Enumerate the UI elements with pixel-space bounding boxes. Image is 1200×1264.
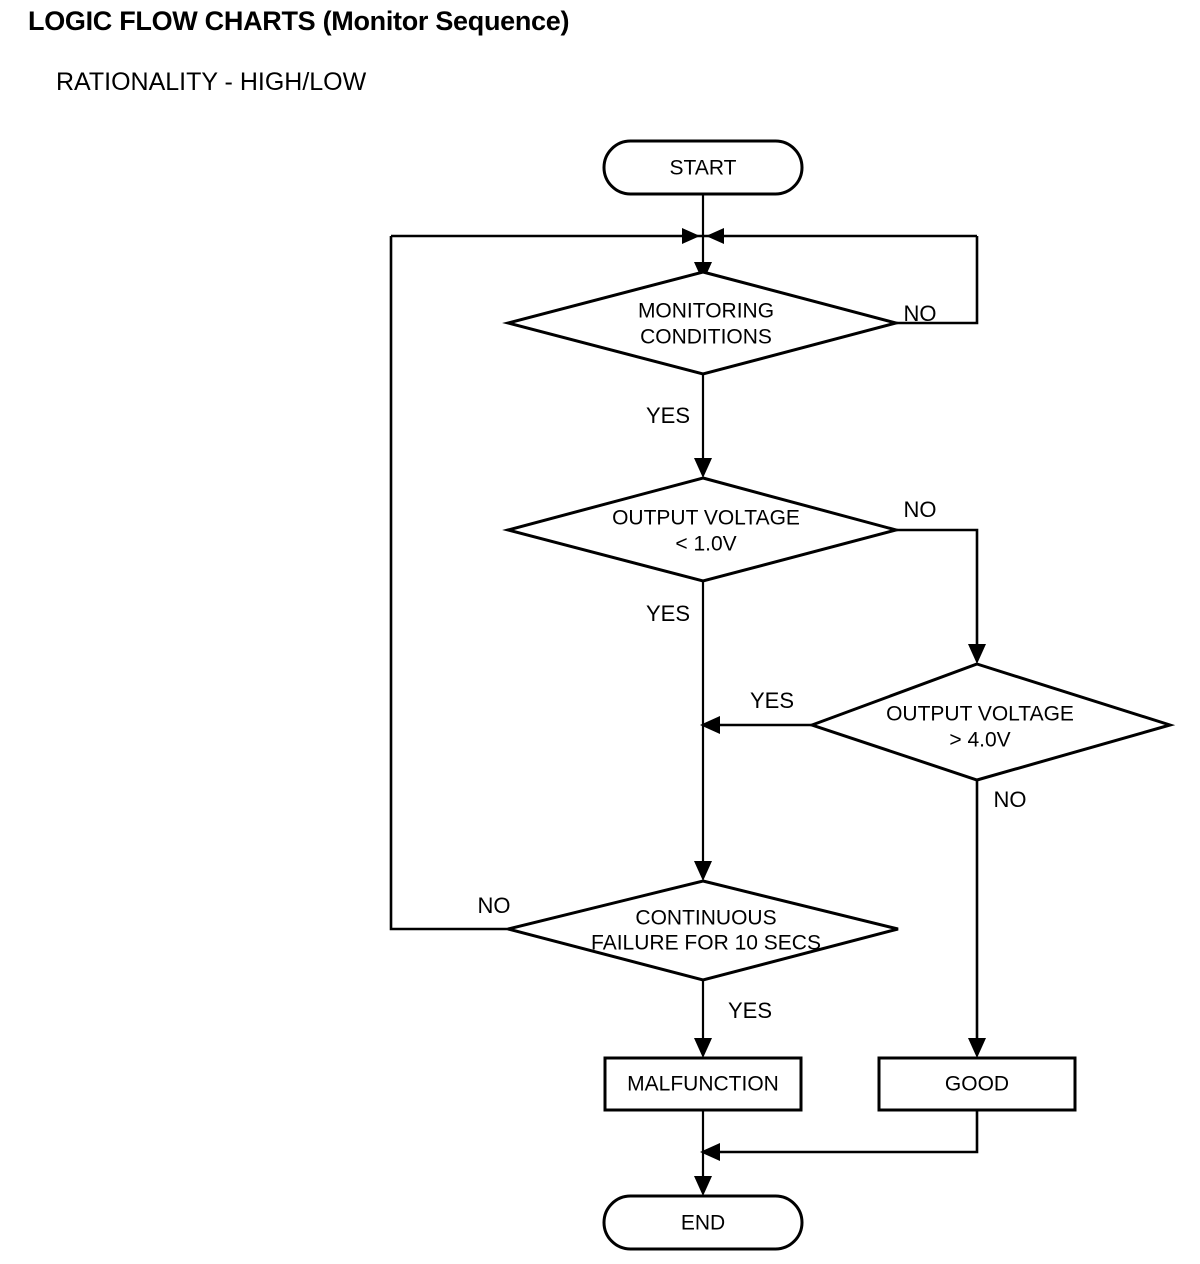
- page-subtitle: RATIONALITY - HIGH/LOW: [56, 68, 367, 96]
- continuous-failure-label-line2: FAILURE FOR 10 SECS: [591, 932, 821, 955]
- arrowhead-to-malfunction: [694, 1038, 712, 1058]
- edge-label-volt-low-yes: YES: [646, 601, 690, 626]
- good-label: GOOD: [945, 1073, 1009, 1096]
- edge-volt-low-no: [896, 528, 979, 650]
- continuous-failure-label-line1: CONTINUOUS: [635, 907, 776, 930]
- arrowhead-merge-from-right: [706, 228, 724, 244]
- output-voltage-high-shape: [807, 662, 1176, 782]
- edge-label-contfail-yes: YES: [728, 998, 772, 1023]
- node-end[interactable]: END: [602, 1194, 804, 1251]
- arrowhead-to-volt-low: [694, 458, 712, 478]
- node-good[interactable]: GOOD: [877, 1056, 1077, 1112]
- edge-label-volt-low-no: NO: [904, 497, 937, 522]
- continuous-failure-shape: [507, 879, 899, 982]
- node-monitoring-conditions[interactable]: MONITORING CONDITIONS: [502, 270, 902, 376]
- monitoring-conditions-label-line2: CONDITIONS: [640, 326, 772, 349]
- node-continuous-failure[interactable]: CONTINUOUS FAILURE FOR 10 SECS: [507, 879, 899, 982]
- start-label: START: [670, 157, 737, 180]
- edge-label-contfail-no: NO: [478, 893, 511, 918]
- page-title: LOGIC FLOW CHARTS (Monitor Sequence): [28, 6, 570, 36]
- node-malfunction[interactable]: MALFUNCTION: [603, 1056, 803, 1112]
- end-label: END: [681, 1212, 725, 1235]
- output-voltage-high-label-line2: > 4.0V: [949, 729, 1010, 752]
- edge-label-layer: NO YES NO YES YES NO NO YES: [478, 301, 1027, 1023]
- edge-label-volt-high-no: NO: [994, 787, 1027, 812]
- arrowhead-to-end: [694, 1176, 712, 1196]
- monitoring-conditions-label-line1: MONITORING: [638, 300, 774, 323]
- arrowhead-to-contfail: [694, 861, 712, 881]
- node-output-voltage-low[interactable]: OUTPUT VOLTAGE < 1.0V: [502, 476, 902, 583]
- node-start[interactable]: START: [602, 139, 804, 196]
- monitoring-conditions-shape: [502, 270, 902, 376]
- good-shape: [877, 1056, 1077, 1112]
- edge-label-volt-high-yes: YES: [750, 688, 794, 713]
- edge-moncond-no: [896, 236, 979, 325]
- edge-label-moncond-no: NO: [904, 301, 937, 326]
- end-shape: [602, 1194, 804, 1251]
- output-voltage-low-label-line1: OUTPUT VOLTAGE: [612, 507, 800, 530]
- malfunction-shape: [603, 1056, 803, 1112]
- malfunction-label: MALFUNCTION: [627, 1073, 779, 1096]
- arrowhead-good-merge: [700, 1143, 720, 1161]
- arrowhead-merge-from-left: [682, 228, 700, 244]
- output-voltage-low-label-line2: < 1.0V: [675, 533, 736, 556]
- arrowhead-to-good: [968, 1038, 986, 1058]
- arrowhead-volt-high-yes: [700, 716, 720, 734]
- edge-good-to-end: [706, 1110, 979, 1154]
- arrowhead-to-volt-high: [968, 644, 986, 664]
- edge-label-moncond-yes: YES: [646, 403, 690, 428]
- output-voltage-high-label-line1: OUTPUT VOLTAGE: [886, 703, 1074, 726]
- output-voltage-low-shape: [502, 476, 902, 583]
- edge-contfail-no: [389, 236, 508, 931]
- node-output-voltage-high[interactable]: OUTPUT VOLTAGE > 4.0V: [807, 662, 1176, 782]
- start-shape: [602, 139, 804, 196]
